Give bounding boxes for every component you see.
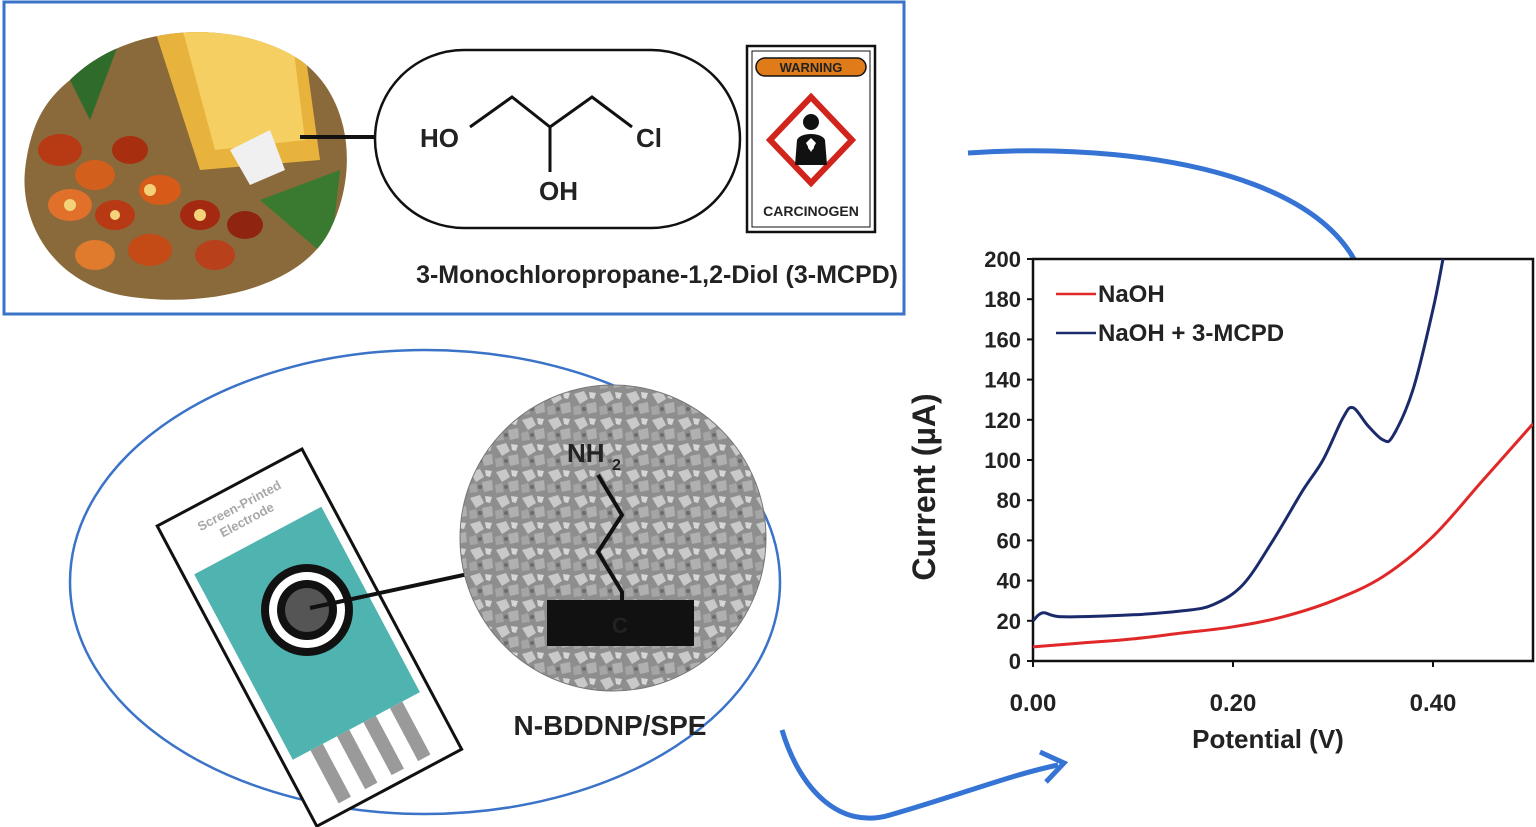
y-tick-label: 60 (997, 528, 1021, 553)
palm-fruits (38, 134, 263, 270)
working-electrode-disc (261, 564, 353, 656)
series-line-1 (1033, 259, 1445, 622)
amine-label: NH (567, 438, 605, 468)
amine-subscript: 2 (612, 457, 621, 474)
x-axis-label: Potential (V) (1192, 724, 1344, 754)
carcinogen-warning-sign: WARNING CARCINOGEN (745, 44, 877, 234)
y-tick-label: 200 (984, 247, 1021, 272)
legend-label-naoh-mcpd: NaOH + 3-MCPD (1098, 320, 1284, 347)
arrow-electrode-to-chart (779, 729, 1059, 821)
y-tick-label: 140 (984, 368, 1021, 393)
x-tick-label: 0.00 (1010, 690, 1057, 717)
voltammogram-chart: 0 20 40 60 80 100 120 140 160 180 200 0.00 0.20 0.40… (906, 247, 1535, 754)
y-axis-label: Current (µA) (906, 393, 942, 580)
y-tick-label: 20 (997, 609, 1021, 634)
y-tick-label: 80 (997, 488, 1021, 513)
health-hazard-icon (795, 114, 827, 165)
series-layer (1033, 259, 1533, 649)
y-tick-label: 180 (984, 287, 1021, 312)
y-tick-label: 120 (984, 408, 1021, 433)
x-tick-label: 0.20 (1210, 690, 1257, 717)
plot-frame (1031, 257, 1535, 663)
atom-ho: HO (420, 123, 459, 153)
electrode-contact-1 (310, 743, 351, 804)
y-tick-label: 160 (984, 327, 1021, 352)
carbon-label: C (612, 613, 628, 638)
electrode-name: N-BDDNP/SPE (514, 710, 707, 741)
y-tick-label: 0 (1009, 649, 1021, 674)
series-line-0 (1033, 422, 1533, 649)
legend-label-naoh: NaOH (1098, 281, 1165, 308)
warning-header-pill (755, 57, 867, 77)
mcpd-structure: HO OH Cl (420, 95, 662, 206)
arrow-electrode-to-chart-head (1038, 749, 1069, 784)
x-axis-ticks: 0.00 0.20 0.40 (1010, 661, 1457, 717)
carbon-substrate-block (547, 600, 694, 646)
y-tick-label: 40 (997, 569, 1021, 594)
electrode-contact-2 (336, 729, 378, 790)
x-tick-label: 0.40 (1410, 690, 1457, 717)
atom-oh: OH (539, 176, 578, 206)
y-axis-ticks: 0 20 40 60 80 100 120 140 160 180 200 (984, 247, 1033, 674)
electrode-contact-3 (363, 715, 404, 776)
electrode-contact-4 (389, 701, 431, 762)
warning-header-text: WARNING (780, 60, 843, 75)
chart-legend: NaOH NaOH + 3-MCPD (1056, 281, 1284, 347)
molecule-name: 3-Monochloropropane-1,2-Diol (3-MCPD) (416, 261, 898, 289)
atom-cl: Cl (636, 123, 662, 153)
molecule-capsule (373, 48, 742, 230)
y-tick-label: 100 (984, 448, 1021, 473)
aminated-surface-group: NH 2 C (547, 438, 694, 646)
warning-label-text: CARCINOGEN (763, 203, 859, 219)
